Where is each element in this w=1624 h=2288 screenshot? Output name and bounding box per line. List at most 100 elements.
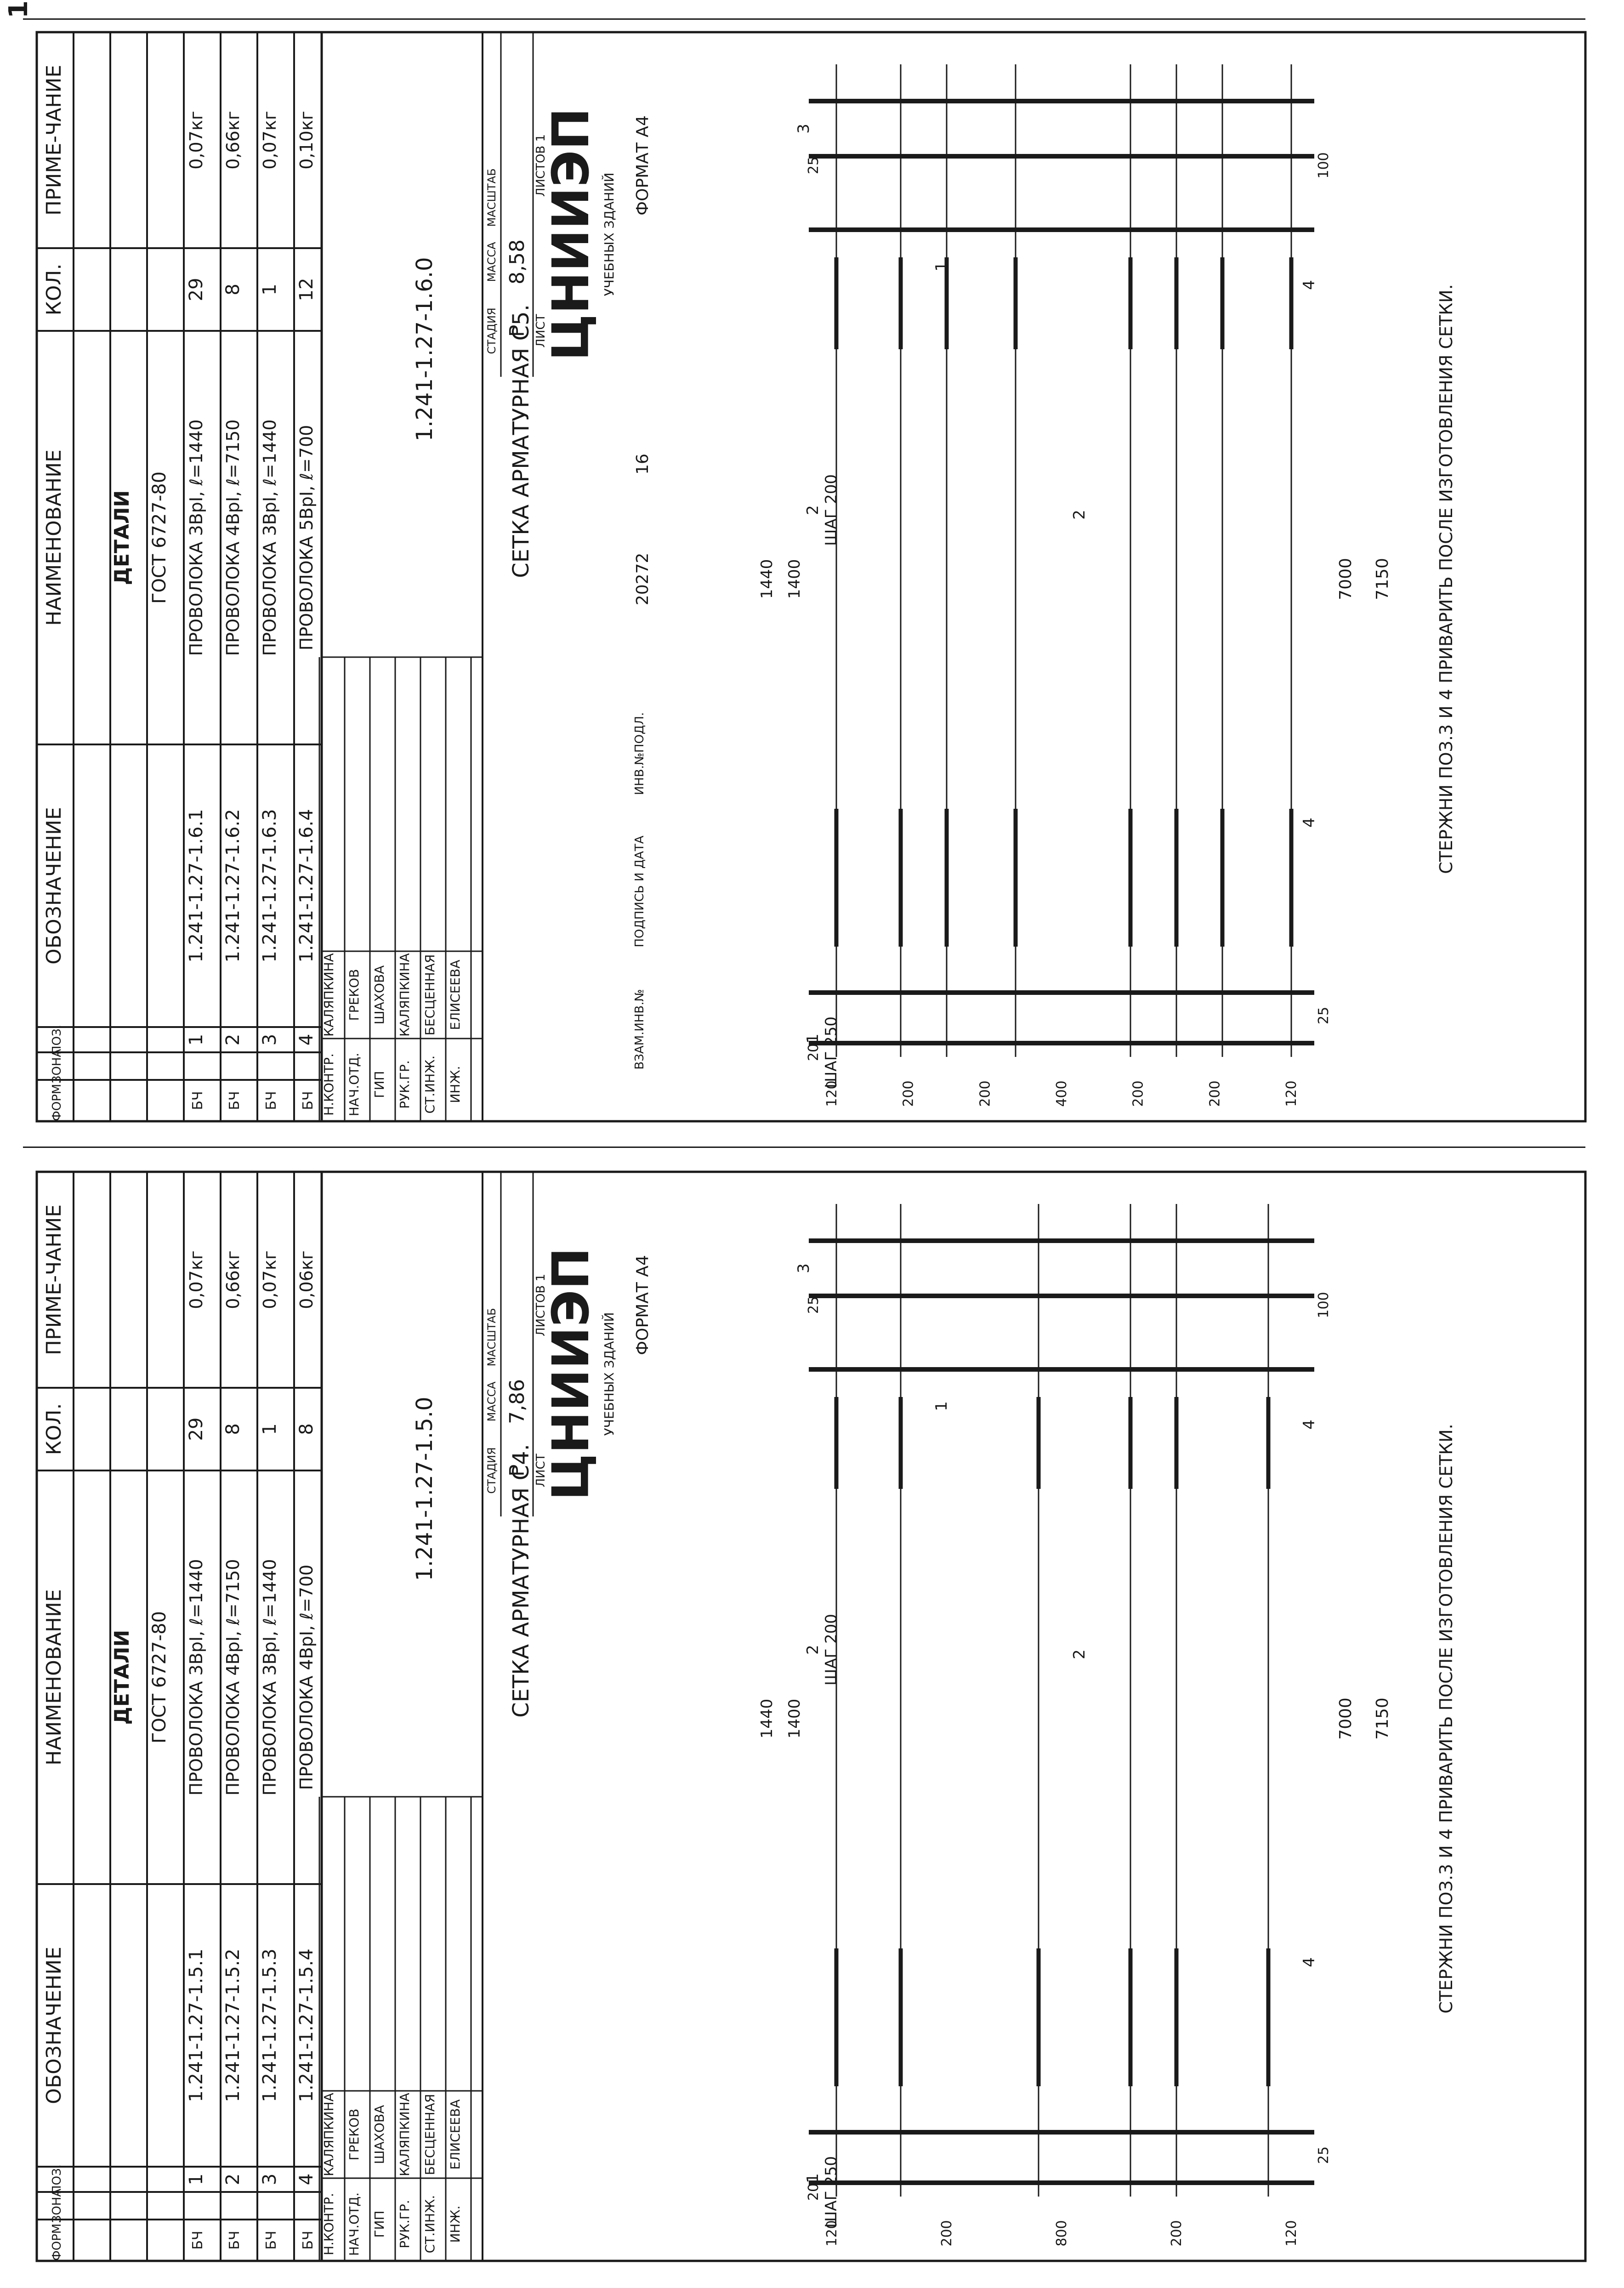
dim-total-length: 7150 bbox=[1373, 1698, 1392, 1740]
doc-code: 1.241-1.27-1.6.0 bbox=[412, 257, 437, 441]
spec-cell-form: БЧ bbox=[190, 2231, 206, 2249]
dim-spacing: 120 bbox=[824, 2220, 840, 2246]
title-role: СТ.ИНЖ. bbox=[422, 2195, 437, 2254]
title-role: ГИП bbox=[372, 1071, 387, 1098]
side-stamp-label-0: ВЗАМ.ИНВ.№ bbox=[633, 989, 647, 1069]
spec-cell-note: 0,66кг bbox=[223, 111, 243, 170]
dim-spacing: 400 bbox=[1054, 1080, 1070, 1107]
spec-cell-code: 1.241-1.27-1.6.2 bbox=[222, 809, 244, 962]
spec-cell-qty: 29 bbox=[186, 1418, 207, 1441]
spec-header-3: ОБОЗНАЧЕНИЕ bbox=[42, 1947, 66, 2104]
spec-header-6: ПРИМЕ-ЧАНИЕ bbox=[42, 65, 66, 216]
general-note: СТЕРЖНИ ПОЗ.3 И 4 ПРИВАРИТЬ ПОСЛЕ ИЗГОТО… bbox=[1436, 284, 1456, 874]
spec-cell-qty: 12 bbox=[296, 278, 317, 301]
sheet-label: ЛИСТ bbox=[534, 1453, 548, 1487]
spec-cell-qty: 8 bbox=[222, 1423, 244, 1435]
spec-cell-note: 0,10кг bbox=[296, 111, 317, 170]
sheet-label: ЛИСТ bbox=[534, 314, 548, 347]
spec-cell-form: БЧ bbox=[227, 2231, 243, 2249]
side-stamp-label-2: ИНВ.№ПОДЛ. bbox=[633, 712, 647, 795]
spec-cell-pos: 2 bbox=[222, 2174, 244, 2185]
title-role: НАЧ.ОТД. bbox=[346, 2192, 362, 2256]
spec-cell-pos: 4 bbox=[296, 1034, 317, 1045]
title-name: БЕСЦЕННАЯ bbox=[422, 2094, 437, 2175]
spec-cell-note: 0,07кг bbox=[186, 1250, 206, 1309]
spec-cell-code: 1.241-1.27-1.5.3 bbox=[259, 1948, 280, 2102]
title-block: Н.КОНТР.КАЛЯПКИНАНАЧ.ОТД.ГРЕКОВГИПШАХОВА… bbox=[318, 32, 652, 1121]
spec-cell-form: БЧ bbox=[263, 2231, 279, 2249]
title-name: КАЛЯПКИНА bbox=[321, 2093, 336, 2176]
org-logo: ЦНИИЭП bbox=[541, 108, 600, 361]
spec-cell-name: ПРОВОЛОКА 3ВрI, ℓ=1440 bbox=[186, 1559, 206, 1796]
title-name: БЕСЦЕННАЯ bbox=[422, 954, 437, 1036]
callout-label: 2 bbox=[1070, 1649, 1089, 1659]
spec-cell-name: ПРОВОЛОКА 4ВрI, ℓ=7150 bbox=[223, 1559, 243, 1796]
spec-cell-pos: 3 bbox=[259, 2174, 280, 2185]
dim-right-offset: 25 bbox=[806, 1296, 822, 1314]
dim-end-right: 100 bbox=[1316, 152, 1332, 178]
title-role: РУК.ГР. bbox=[397, 2200, 412, 2248]
title-name: КАЛЯПКИНА bbox=[321, 953, 336, 1037]
dim-outer-width: 1440 bbox=[758, 559, 776, 599]
dim-inner-length: 7000 bbox=[1336, 558, 1355, 600]
dim-right-offset: 25 bbox=[806, 157, 822, 174]
spec-header-0: ФОРМ. bbox=[50, 2220, 64, 2260]
title-name: КАЛЯПКИНА bbox=[397, 953, 412, 1037]
spec-cell-code: 1.241-1.27-1.5.4 bbox=[296, 1948, 317, 2102]
mass-value: 8,58 bbox=[505, 239, 529, 284]
spec-cell-pos: 4 bbox=[296, 2174, 317, 2185]
callout-label: 3 bbox=[795, 1263, 813, 1273]
title-role: РУК.ГР. bbox=[397, 1060, 412, 1109]
spec-cell-form: БЧ bbox=[300, 1091, 316, 1110]
sheet-format: ФОРМАТ А4 bbox=[633, 115, 652, 216]
spec-cell-qty: 1 bbox=[259, 1423, 280, 1435]
spec-cell-pos: 1 bbox=[186, 2174, 207, 2185]
scale-label: МАСШТАБ bbox=[485, 1308, 498, 1366]
callout-label: 1 bbox=[804, 2173, 822, 2183]
page-index: 16 bbox=[633, 454, 652, 475]
doc-code: 1.241-1.27-1.5.0 bbox=[412, 1397, 437, 1581]
dim-end-left: 25 bbox=[1316, 1007, 1332, 1024]
dim-outer-width: 1440 bbox=[758, 1699, 776, 1739]
callout-label: 2 bbox=[804, 505, 822, 515]
spec-cell-qty: 1 bbox=[259, 284, 280, 295]
dim-spacing: 200 bbox=[1207, 1080, 1223, 1107]
stage-value: Р bbox=[505, 1465, 529, 1477]
drawing-title: СЕТКА АРМАТУРНАЯ С5. bbox=[508, 304, 534, 578]
spec-table: ФОРМ.ЗОНАПОЗ.ОБОЗНАЧЕНИЕНАИМЕНОВАНИЕКОЛ.… bbox=[36, 31, 323, 1122]
callout-label: 4 bbox=[1300, 1957, 1318, 1967]
page-number: 15 bbox=[4, 0, 34, 18]
spec-cell-pos: 3 bbox=[259, 1034, 280, 1045]
spec-header-1: ЗОНА bbox=[50, 1049, 64, 1084]
callout-label: 4 bbox=[1300, 280, 1318, 290]
title-name: ШАХОВА bbox=[372, 2105, 387, 2164]
dim-spacing: 200 bbox=[939, 2220, 955, 2246]
dim-left-offset: 20 bbox=[806, 2183, 822, 2201]
sheet-divider bbox=[23, 1147, 1585, 1148]
title-role: ИНЖ. bbox=[448, 2205, 463, 2243]
scale-label: МАСШТАБ bbox=[485, 168, 498, 227]
spec-header-0: ФОРМ. bbox=[50, 1080, 64, 1121]
spec-cell-name: ПРОВОЛОКА 3ВрI, ℓ=1440 bbox=[260, 1559, 280, 1796]
side-stamp-label-1: ПОДПИСЬ И ДАТА bbox=[633, 835, 647, 947]
spec-header-1: ЗОНА bbox=[50, 2189, 64, 2223]
spec-cell-pos: 1 bbox=[186, 1034, 207, 1045]
spec-cell-code: 1.241-1.27-1.6.3 bbox=[259, 809, 280, 962]
spec-header-5: КОЛ. bbox=[42, 264, 66, 316]
spec-table: ФОРМ.ЗОНАПОЗ.ОБОЗНАЧЕНИЕНАИМЕНОВАНИЕКОЛ.… bbox=[36, 1171, 323, 2262]
spec-cell-form: БЧ bbox=[227, 1091, 243, 1110]
callout-label: ШАГ 200 bbox=[822, 474, 840, 546]
callout-label: 4 bbox=[1300, 1419, 1318, 1430]
title-role: Н.КОНТР. bbox=[321, 2193, 336, 2255]
mass-label: МАССА bbox=[485, 242, 498, 282]
general-note: СТЕРЖНИ ПОЗ.3 И 4 ПРИВАРИТЬ ПОСЛЕ ИЗГОТО… bbox=[1436, 1424, 1456, 2013]
spec-cell-note: 0,06кг bbox=[296, 1250, 317, 1309]
dim-spacing: 200 bbox=[1130, 1080, 1147, 1107]
stage-label: СТАДИЯ bbox=[485, 1447, 498, 1493]
spec-cell-form: БЧ bbox=[300, 2231, 316, 2249]
spec-cell-qty: 29 bbox=[186, 278, 207, 301]
spec-cell-code: 1.241-1.27-1.6.1 bbox=[186, 809, 207, 962]
dim-inner-width: 1400 bbox=[785, 1699, 804, 1739]
org-subtitle: УЧЕБНЫХ ЗДАНИЙ bbox=[601, 173, 617, 296]
